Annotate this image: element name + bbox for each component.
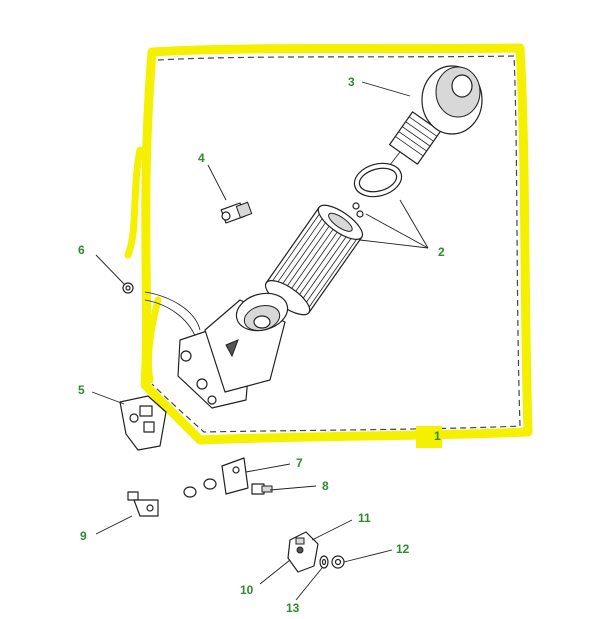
callout-4: 4 (198, 151, 205, 165)
callout-5: 5 (78, 383, 85, 397)
callout-11: 11 (358, 511, 371, 525)
callout-1: 1 (434, 429, 441, 443)
clip-bracket-part (127, 491, 159, 517)
gasket-part (119, 395, 167, 451)
callout-7: 7 (296, 456, 303, 470)
filter-housing-part (144, 291, 289, 409)
filter-cap-part (385, 65, 483, 171)
callout-9: 9 (80, 529, 87, 543)
callout-3: 3 (348, 75, 355, 89)
filter-element-part (264, 204, 364, 316)
sensor-part (220, 201, 253, 224)
bolt-part-8 (251, 483, 273, 495)
nut-part-6 (122, 282, 134, 294)
connector-block-part (287, 531, 319, 573)
seal-ring-inner (358, 167, 398, 193)
callout-12: 12 (396, 542, 410, 556)
small-o-ring-2 (356, 210, 364, 218)
leader-lines (91, 81, 429, 601)
highlight-scribble-left (124, 146, 162, 384)
small-o-ring-1 (352, 202, 360, 210)
callout-6: 6 (78, 243, 85, 257)
washer-part-13 (319, 555, 329, 569)
nut-part-12 (331, 555, 345, 569)
callout-13: 13 (286, 601, 300, 615)
callout-2: 2 (438, 245, 445, 259)
oil-cooler-pipes-part (161, 478, 257, 558)
pipe-bracket-part (221, 457, 249, 495)
highlight-corner-mark (416, 426, 442, 448)
highlight-boundary (140, 43, 533, 445)
callout-8: 8 (322, 479, 329, 493)
callout-10: 10 (240, 583, 254, 597)
